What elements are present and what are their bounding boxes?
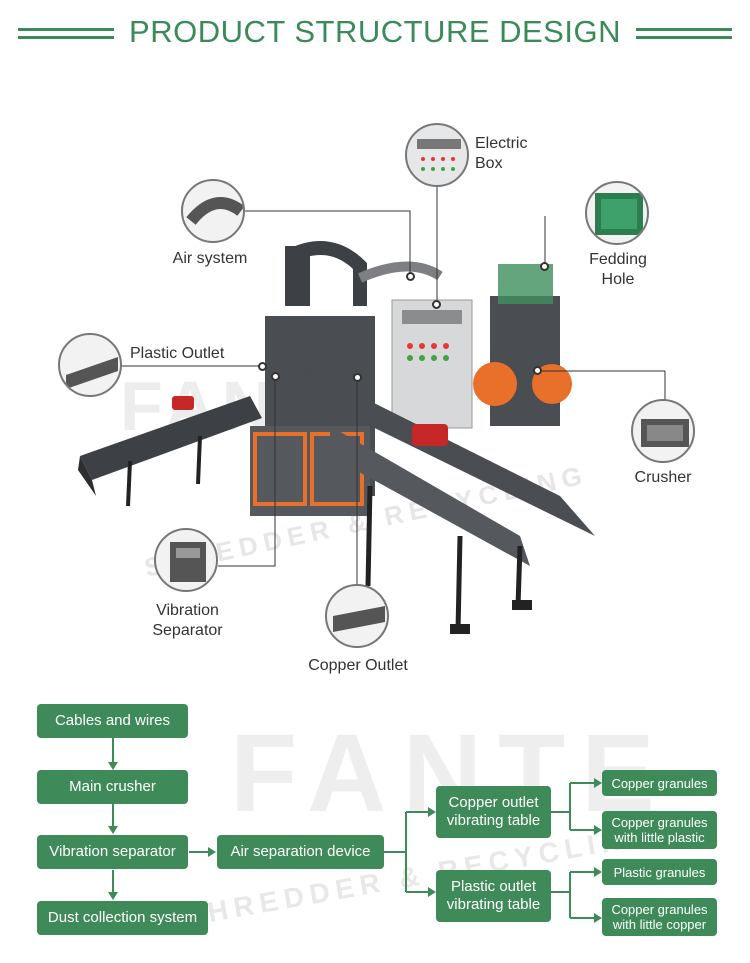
flow-node-plastic-outlet-table: Plastic outlet vibrating table (436, 870, 551, 922)
header-left-bar-top (18, 28, 114, 31)
flow-node-copper-granules: Copper granules (602, 770, 717, 796)
plastic-outlet-thumbnail (58, 333, 122, 397)
flow-node-air-separation: Air separation device (217, 835, 384, 869)
connector-dot-fedding-hole (540, 262, 549, 271)
flow-node-plastic-granules: Plastic granules (602, 859, 717, 885)
copper-outlet-thumbnail (325, 584, 389, 648)
flow-node-dust-collection: Dust collection system (37, 901, 208, 935)
machine-illustration (78, 186, 666, 634)
callout-fedding-hole: Fedding Hole (589, 251, 647, 288)
process-flowchart: FANTE SHREDDER & RECYCLING (0, 690, 750, 963)
connector-dot-electric-box (432, 300, 441, 309)
connector-dot-vibration-separator (271, 372, 280, 381)
flow-node-copper-outlet-table: Copper outlet vibrating table (436, 786, 551, 838)
flow-connectors (108, 737, 602, 923)
callout-vibration-separator: Vibration Separator (152, 602, 223, 639)
vibration-separator-thumbnail (154, 528, 218, 592)
header-right-bar-bottom (636, 36, 732, 39)
connector-dot-air-system (406, 272, 415, 281)
fedding-hole-thumbnail (585, 181, 649, 245)
electric-box-thumbnail (405, 123, 469, 187)
crusher-thumbnail (631, 399, 695, 463)
callout-plastic-outlet: Plastic Outlet (130, 345, 225, 362)
connector-dot-plastic-outlet (258, 362, 267, 371)
callout-air-system: Air system (172, 250, 248, 267)
header-right-bar-top (636, 28, 732, 31)
header-left-bar-bottom (18, 36, 114, 39)
page-title: PRODUCT STRUCTURE DESIGN (129, 14, 621, 49)
flow-node-cables-and-wires: Cables and wires (37, 704, 188, 738)
flow-node-copper-with-little-plastic: Copper granules with little plastic (602, 811, 717, 849)
flow-node-vibration-separator: Vibration separator (37, 835, 188, 869)
air-system-thumbnail (181, 179, 245, 243)
header: PRODUCT STRUCTURE DESIGN (0, 0, 750, 66)
flow-node-main-crusher: Main crusher (37, 770, 188, 804)
connector-dot-copper-outlet (353, 373, 362, 382)
callout-crusher: Crusher (634, 469, 692, 486)
connector-dot-crusher (533, 366, 542, 375)
machine-diagram: FANTE SHREDDER & RECYCLING (0, 66, 750, 686)
flow-node-copper-with-little-copper: Copper granules with little copper (602, 898, 717, 936)
callout-copper-outlet: Copper Outlet (308, 657, 408, 674)
callout-electric-box: Electric Box (475, 135, 528, 172)
